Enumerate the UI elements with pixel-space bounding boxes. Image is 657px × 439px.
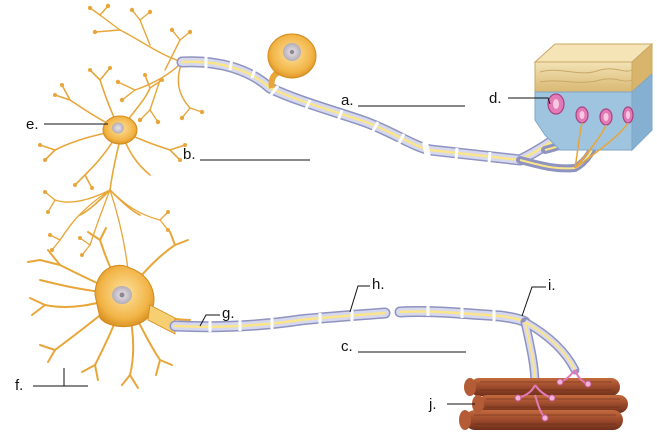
label-g: g. [222,306,235,321]
label-j: j. [429,397,437,412]
motor-neuron [28,228,190,388]
skeletal-muscle [459,370,628,430]
label-b: b. [183,147,196,162]
motor-terminal-branches [525,322,575,385]
leader-f [33,368,88,386]
label-f: f. [15,378,23,393]
sensory-cell-body [268,34,316,88]
label-h: h. [372,277,385,292]
label-i: i. [548,278,556,293]
label-e: e. [26,117,39,132]
leader-i [522,287,546,316]
leader-h [350,286,370,312]
label-a: a. [341,93,354,108]
label-d: d. [489,91,502,106]
sensory-axon [182,56,570,163]
label-c: c. [341,339,353,354]
